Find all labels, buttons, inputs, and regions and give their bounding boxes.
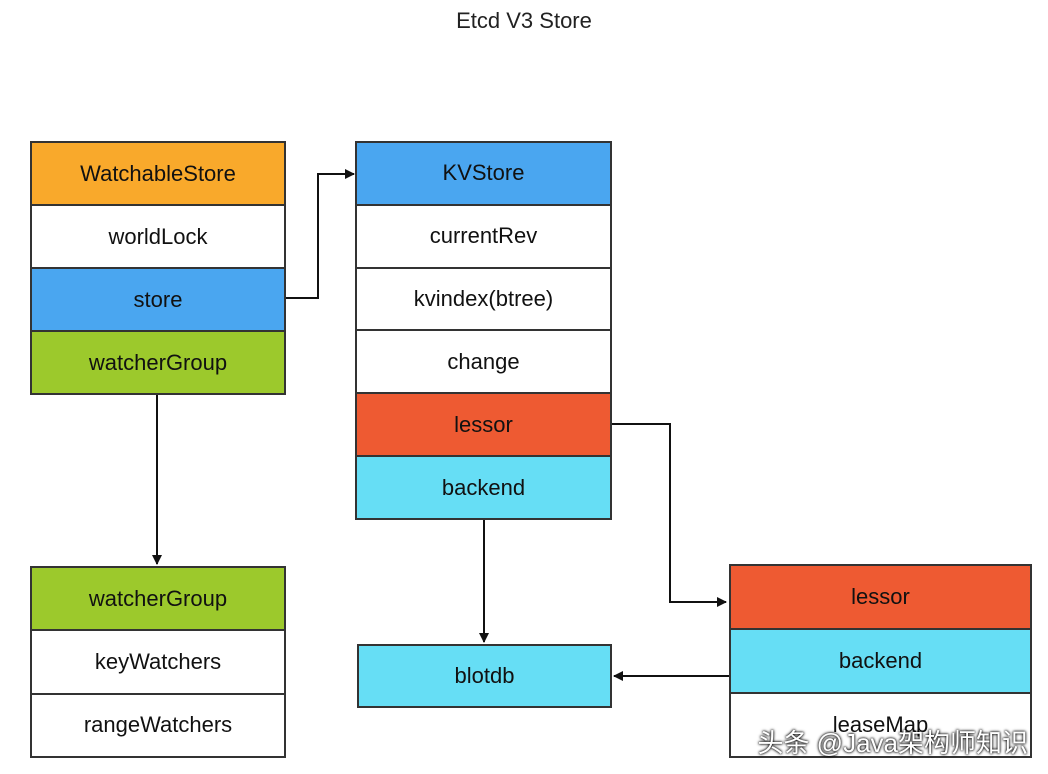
watchergroup-box: watcherGroup keyWatchers rangeWatchers bbox=[30, 566, 286, 758]
kvstore-header: KVStore bbox=[357, 143, 610, 204]
field-kvindex: kvindex(btree) bbox=[357, 266, 610, 330]
lessor-field-backend: backend bbox=[731, 628, 1030, 692]
arrow-store-to-kvstore bbox=[285, 169, 355, 299]
watchable-store-box: WatchableStore worldLock store watcherGr… bbox=[30, 141, 286, 395]
field-worldlock: worldLock bbox=[32, 204, 284, 267]
field-rangewatchers: rangeWatchers bbox=[32, 692, 284, 756]
watermark: 头条 @Java架构师知识 bbox=[757, 728, 1028, 758]
lessor-box: lessor backend leaseMap bbox=[729, 564, 1032, 758]
arrow-lessor-to-lessor-box bbox=[611, 423, 727, 607]
field-watchergroup: watcherGroup bbox=[32, 330, 284, 393]
field-store: store bbox=[32, 267, 284, 330]
blotdb-box: blotdb bbox=[357, 644, 612, 708]
field-lessor: lessor bbox=[357, 392, 610, 456]
field-change: change bbox=[357, 329, 610, 392]
watchable-store-header: WatchableStore bbox=[32, 143, 284, 204]
lessor-field-leasemap: leaseMap bbox=[731, 692, 1030, 756]
lessor-header: lessor bbox=[731, 566, 1030, 628]
field-currentrev: currentRev bbox=[357, 203, 610, 267]
kvstore-box: KVStore currentRev kvindex(btree) change… bbox=[355, 141, 612, 520]
field-backend: backend bbox=[357, 455, 610, 518]
watchergroup-header: watcherGroup bbox=[32, 568, 284, 630]
field-keywatchers: keyWatchers bbox=[32, 629, 284, 692]
blotdb-header: blotdb bbox=[359, 646, 610, 706]
diagram-title: Etcd V3 Store bbox=[456, 8, 592, 33]
